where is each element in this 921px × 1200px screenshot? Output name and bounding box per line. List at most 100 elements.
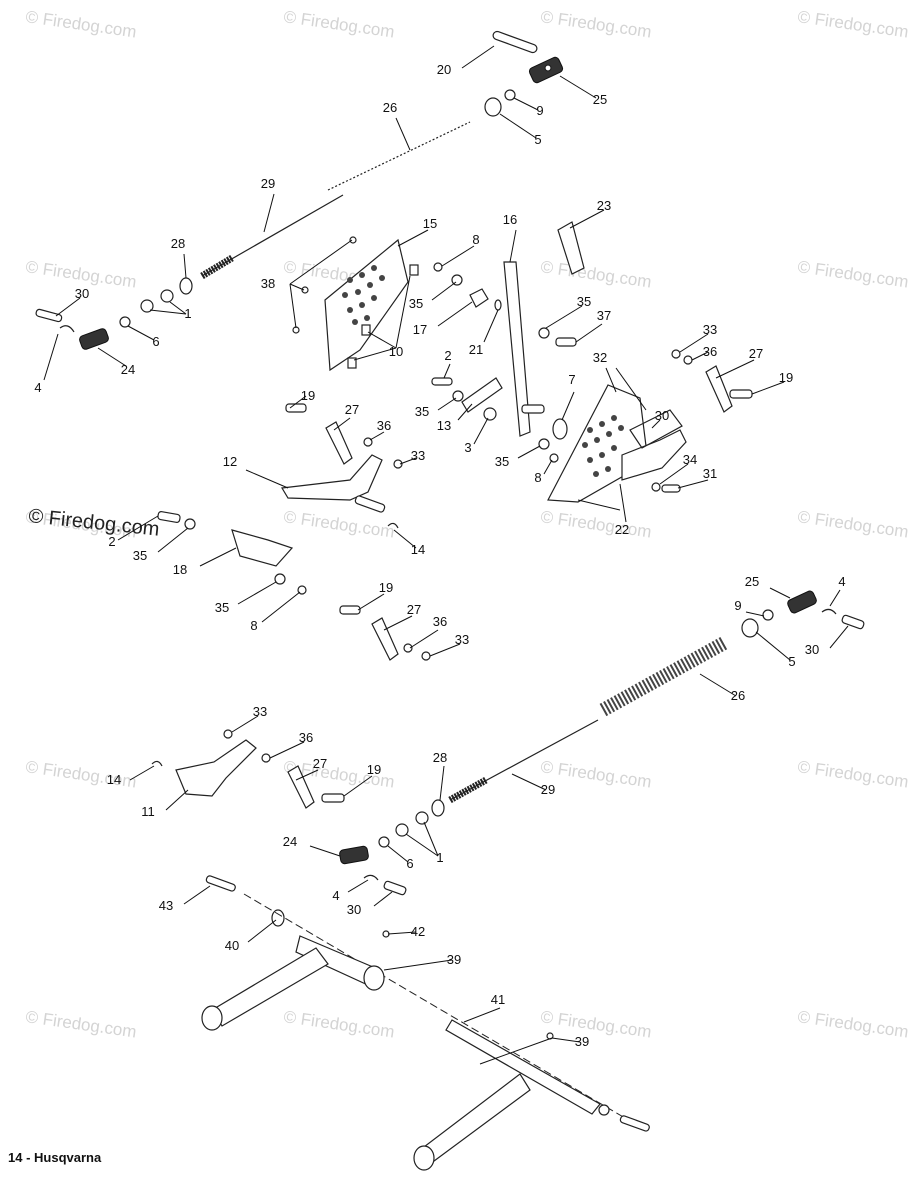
callout-21: 21 bbox=[469, 342, 483, 357]
watermark-text: © Firedog.com bbox=[796, 1007, 909, 1041]
callout-42: 42 bbox=[411, 924, 425, 939]
watermark-text: © Firedog.com bbox=[282, 7, 395, 41]
callout-26: 26 bbox=[731, 688, 745, 703]
callout-9: 9 bbox=[734, 598, 741, 613]
callout-23: 23 bbox=[597, 198, 611, 213]
leader-line bbox=[383, 615, 413, 631]
callout-8: 8 bbox=[472, 232, 479, 247]
leader-line bbox=[127, 325, 155, 341]
leader-line bbox=[437, 397, 457, 411]
spring-26-top bbox=[327, 121, 471, 191]
callout-36: 36 bbox=[377, 418, 391, 433]
leader-line bbox=[441, 245, 475, 267]
leader-line bbox=[543, 459, 553, 475]
callout-37: 37 bbox=[597, 308, 611, 323]
link-27d bbox=[287, 765, 315, 809]
leader-line bbox=[429, 643, 461, 657]
leader-line bbox=[659, 463, 689, 485]
callout-1: 1 bbox=[436, 850, 443, 865]
leader-line bbox=[395, 275, 411, 349]
leader-line bbox=[343, 775, 373, 797]
callout-19: 19 bbox=[367, 762, 381, 777]
plate-32 bbox=[547, 384, 649, 503]
washer-3 bbox=[483, 407, 497, 421]
leader-line bbox=[199, 547, 237, 567]
callout-27: 27 bbox=[313, 756, 327, 771]
lever-11 bbox=[175, 739, 257, 797]
callout-29: 29 bbox=[541, 782, 555, 797]
leader-line bbox=[383, 959, 453, 971]
pin-21 bbox=[494, 299, 502, 311]
leader-line bbox=[677, 479, 709, 489]
callout-7: 7 bbox=[568, 372, 575, 387]
link-27c bbox=[371, 617, 399, 661]
callout-39: 39 bbox=[447, 952, 461, 967]
washer-35d bbox=[538, 438, 550, 450]
callout-34: 34 bbox=[683, 452, 697, 467]
callout-5: 5 bbox=[534, 132, 541, 147]
watermark-text: © Firedog.com bbox=[539, 757, 652, 791]
callout-4: 4 bbox=[332, 888, 339, 903]
callout-28: 28 bbox=[171, 236, 185, 251]
nut-1b bbox=[140, 299, 154, 313]
page-footer: 14 - Husqvarna bbox=[8, 1150, 102, 1165]
leader-line bbox=[409, 629, 439, 649]
bolt-37 bbox=[555, 337, 577, 347]
leader-line bbox=[829, 625, 849, 649]
leader-line bbox=[463, 1007, 501, 1023]
leader-line bbox=[561, 391, 575, 421]
clip-4c bbox=[363, 874, 379, 881]
leader-line bbox=[399, 457, 417, 465]
axle-arm-39a bbox=[201, 935, 385, 1031]
bolt-2b bbox=[157, 511, 181, 523]
plate-15 bbox=[324, 238, 409, 372]
leader-line bbox=[387, 931, 417, 935]
leader-line bbox=[289, 395, 307, 409]
leader-line bbox=[769, 587, 791, 599]
yoke-25 bbox=[528, 56, 564, 84]
nut-1c bbox=[415, 811, 429, 825]
leader-line bbox=[347, 879, 369, 893]
callout-4: 4 bbox=[838, 574, 845, 589]
leader-lines bbox=[43, 45, 849, 1065]
nut-9b bbox=[762, 609, 774, 621]
callout-26: 26 bbox=[383, 100, 397, 115]
callout-24: 24 bbox=[283, 834, 297, 849]
leader-line bbox=[699, 673, 737, 697]
leader-line bbox=[97, 347, 127, 367]
leader-line bbox=[755, 631, 791, 661]
pin-30c bbox=[383, 880, 407, 896]
leader-line bbox=[117, 515, 159, 541]
screw-38c bbox=[349, 236, 357, 244]
washer-28 bbox=[179, 277, 193, 295]
watermark-text: © Firedog.com bbox=[24, 1007, 137, 1041]
washer-36a bbox=[683, 355, 693, 365]
callout-5: 5 bbox=[788, 654, 795, 669]
bracket-17 bbox=[469, 288, 489, 308]
callout-41: 41 bbox=[491, 992, 505, 1007]
leader-line bbox=[247, 919, 277, 943]
washer-5 bbox=[484, 97, 502, 117]
callout-2: 2 bbox=[108, 534, 115, 549]
callout-30: 30 bbox=[75, 286, 89, 301]
leader-line bbox=[545, 305, 583, 329]
callout-33: 33 bbox=[455, 632, 469, 647]
callout-labels: 2025952629283016424153883517101623213537… bbox=[34, 62, 845, 1049]
callout-33: 33 bbox=[703, 322, 717, 337]
watermark-text: © Firedog.com bbox=[796, 257, 909, 291]
leader-line bbox=[237, 581, 277, 605]
callout-19: 19 bbox=[379, 580, 393, 595]
callout-35: 35 bbox=[133, 548, 147, 563]
callout-15: 15 bbox=[423, 216, 437, 231]
rod-29-top bbox=[200, 194, 344, 280]
washer-34 bbox=[651, 482, 661, 492]
callout-35: 35 bbox=[215, 600, 229, 615]
leader-line bbox=[569, 209, 605, 229]
leader-line bbox=[183, 885, 211, 905]
leader-line bbox=[483, 309, 499, 343]
rod-29-bottom bbox=[448, 719, 599, 804]
washer-5b bbox=[741, 618, 759, 638]
leader-line bbox=[369, 431, 385, 441]
bracket-34 bbox=[621, 429, 687, 481]
